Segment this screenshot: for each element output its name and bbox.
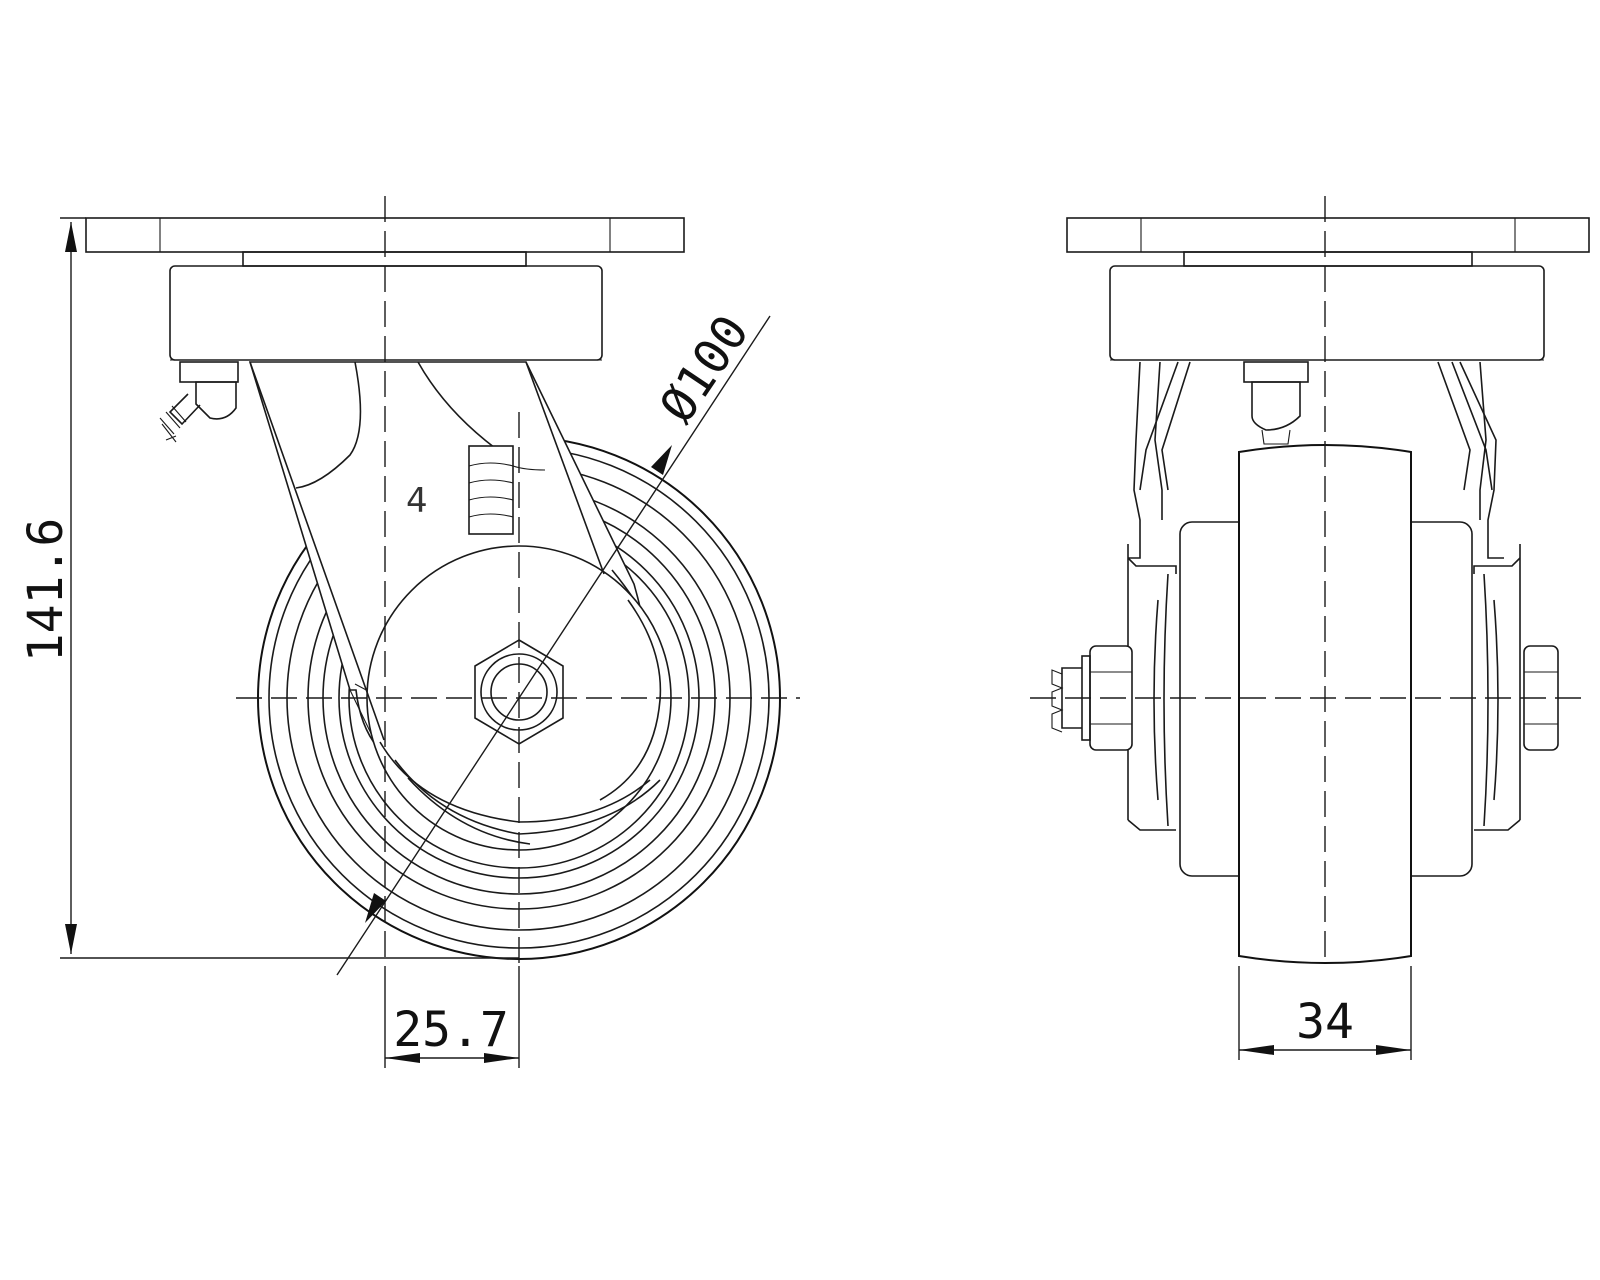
height-dimension: 141.6: [18, 217, 519, 959]
offset-dimension: 25.7: [384, 966, 520, 1068]
height-label: 141.6: [18, 518, 74, 663]
side-brake-block: [468, 445, 546, 535]
side-swivel-housing: [169, 265, 603, 361]
side-center-lines: [236, 196, 800, 966]
offset-label: 25.7: [393, 1002, 509, 1058]
width-dimension: 34: [1238, 966, 1412, 1060]
height-arrow-top: [65, 222, 77, 252]
part-callout: 4: [406, 481, 428, 521]
diameter-arrow-top: [651, 445, 672, 475]
side-fork: [248, 361, 672, 851]
front-grease-fitting: [1243, 361, 1309, 445]
front-swivel-housing: [1109, 265, 1545, 361]
diameter-label: Ø100: [649, 305, 760, 432]
diameter-arrow-bottom: [365, 893, 386, 923]
front-view: 34: [1030, 196, 1590, 1060]
side-view: 4 Ø100 141.6: [18, 196, 800, 1068]
width-label: 34: [1296, 994, 1354, 1050]
front-top-plate: [1066, 217, 1590, 267]
offset-arrow-right: [484, 1053, 519, 1063]
offset-arrow-left: [385, 1053, 420, 1063]
width-arrow-right: [1376, 1045, 1411, 1055]
height-arrow-bottom: [65, 924, 77, 954]
width-arrow-left: [1239, 1045, 1274, 1055]
front-center-lines: [1030, 196, 1590, 966]
side-grease-fitting: [159, 361, 239, 443]
